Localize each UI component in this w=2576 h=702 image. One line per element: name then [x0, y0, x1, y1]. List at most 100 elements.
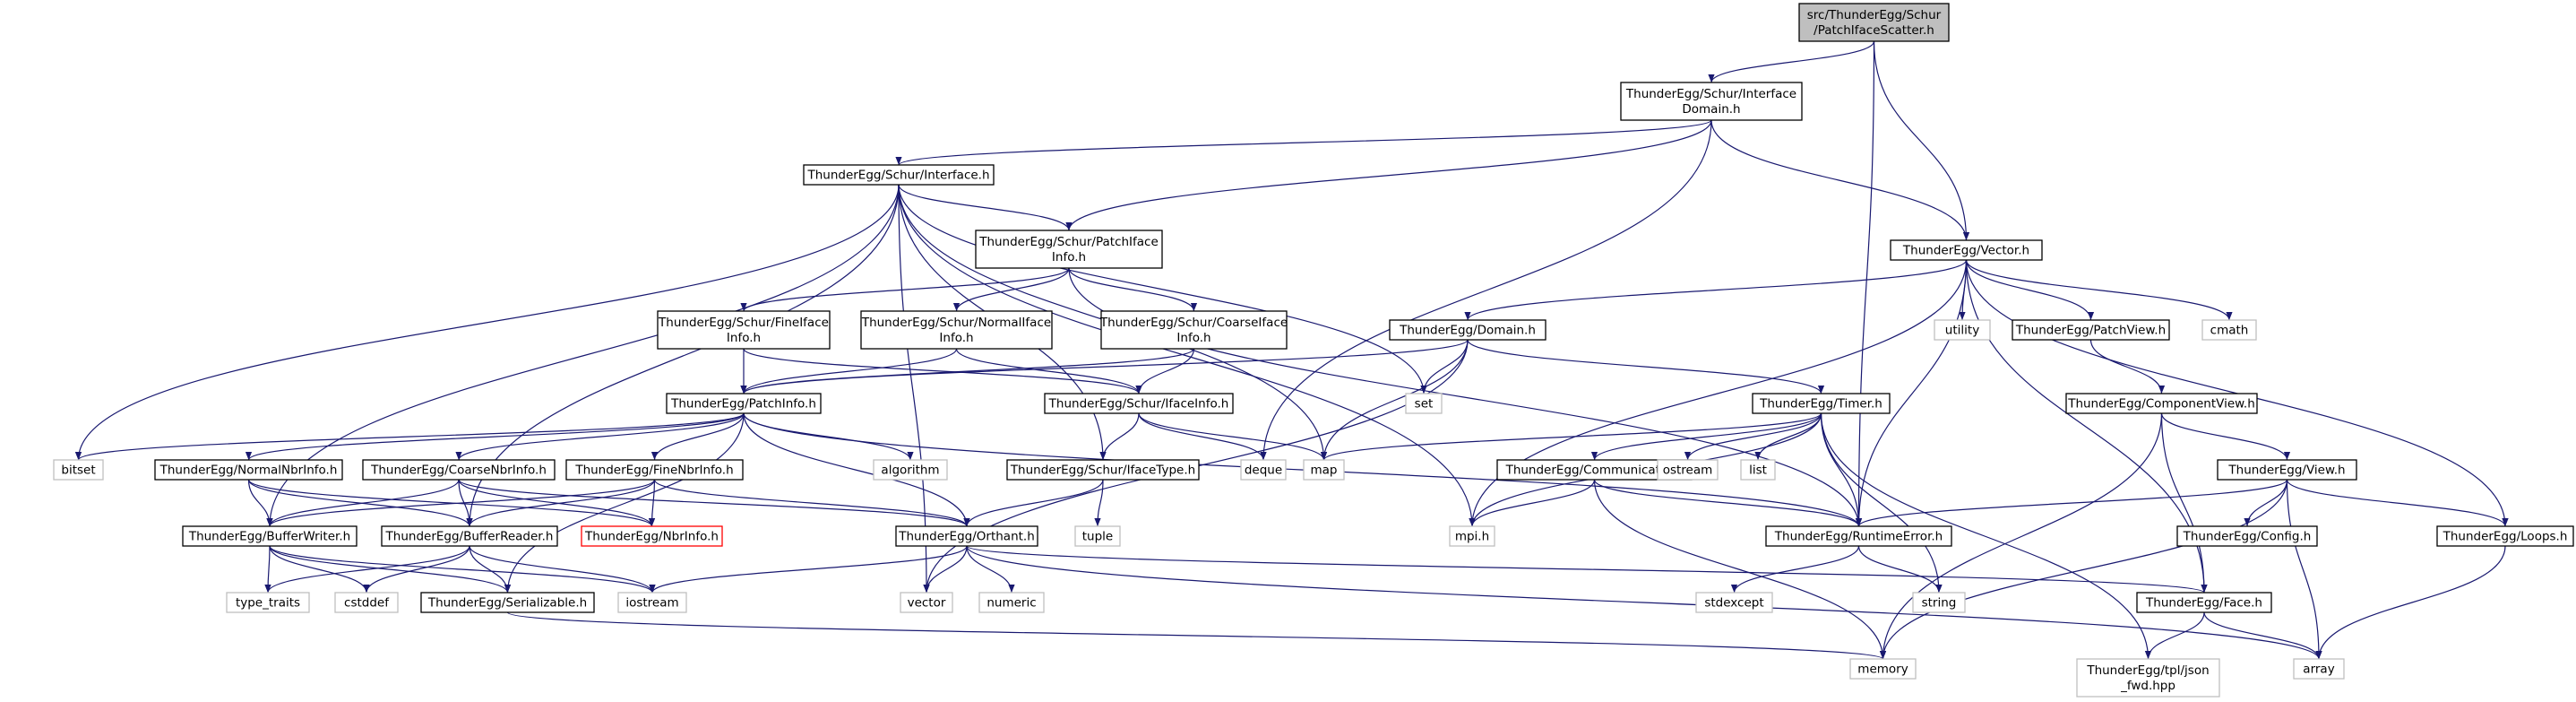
node-label: cmath: [2210, 324, 2249, 338]
edge-domain-to-map: [1320, 339, 1469, 461]
node-set: set: [1405, 393, 1443, 414]
edge-componentview-to-view: [2160, 412, 2291, 461]
edge-normalnbr-to-bufferwriter: [247, 479, 273, 527]
node-box: [53, 459, 104, 481]
node-config[interactable]: ThunderEgg/Config.h: [2176, 525, 2318, 547]
node-label: ThunderEgg/Timer.h: [1759, 397, 1882, 412]
node-algorithm: algorithm: [873, 459, 948, 481]
node-label: Info.h: [939, 331, 973, 345]
node-timer[interactable]: ThunderEgg/Timer.h: [1752, 393, 1891, 414]
node-finenbr[interactable]: ThunderEgg/FineNbrInfo.h: [565, 459, 744, 481]
edge-patchinfo-to-normalnbr: [246, 412, 745, 461]
node-nbrinfo[interactable]: ThunderEgg/NbrInfo.h: [581, 525, 723, 547]
node-ifaceinfo[interactable]: ThunderEgg/Schur/IfaceInfo.h: [1044, 393, 1234, 414]
edge-face-to-array: [2203, 611, 2322, 660]
edge-view-to-loops: [2286, 479, 2509, 527]
node-label: ThunderEgg/NormalNbrInfo.h: [159, 464, 338, 478]
node-box: [860, 310, 1053, 350]
node-bufferreader[interactable]: ThunderEgg/BufferReader.h: [381, 525, 558, 547]
edge-coarsenbr-to-bufferwriter: [266, 479, 460, 527]
node-box: [975, 230, 1163, 269]
edge-patchiface-to-normaliface: [952, 267, 1070, 312]
edge-communicator-to-runtimeerror: [1593, 479, 1862, 527]
node-label: ThunderEgg/BufferWriter.h: [188, 530, 350, 544]
edge-timer-to-list: [1754, 412, 1822, 461]
node-patchinfo[interactable]: ThunderEgg/PatchInfo.h: [666, 393, 822, 414]
node-box: [1074, 525, 1121, 547]
dependency-edges: [74, 40, 2509, 660]
node-label: ThunderEgg/ComponentView.h: [2067, 397, 2255, 412]
node-interface[interactable]: ThunderEgg/Schur/Interface.h: [803, 164, 995, 186]
node-label: ostream: [1663, 464, 1713, 478]
node-box: [381, 525, 558, 547]
edge-ifacedomain-to-deque: [1260, 119, 1712, 461]
edge-root-to-runtimeerror: [1855, 40, 1875, 527]
node-label: src/ThunderEgg/Schur: [1807, 8, 1942, 22]
edge-bufferwriter-to-type_traits: [264, 545, 271, 594]
node-loops[interactable]: ThunderEgg/Loops.h: [2436, 525, 2574, 547]
node-vector[interactable]: ThunderEgg/Vector.h: [1890, 239, 2043, 261]
edge-view-to-memory: [1879, 479, 2288, 660]
edge-vector-to-domain: [1464, 259, 1968, 321]
node-root[interactable]: src/ThunderEgg/Schur/PatchIfaceScatter.h: [1798, 3, 1950, 42]
edge-communicator-to-mpi: [1469, 479, 1596, 527]
node-numeric: numeric: [978, 592, 1045, 613]
edge-timer-to-string: [1820, 412, 1943, 594]
node-orthant[interactable]: ThunderEgg/Orthant.h: [895, 525, 1038, 547]
node-label: ThunderEgg/Schur/CoarseIface: [1099, 316, 1288, 330]
node-domain[interactable]: ThunderEgg/Domain.h: [1389, 319, 1546, 341]
node-box: [1912, 592, 1966, 613]
edge-patchinfo-to-bitset: [75, 412, 745, 461]
node-communicator[interactable]: ThunderEgg/Communicator.h: [1496, 459, 1693, 481]
node-face[interactable]: ThunderEgg/Face.h: [2136, 592, 2272, 613]
edge-orthant-to-numeric: [966, 545, 1015, 594]
node-label: string: [1922, 596, 1957, 611]
node-ifacetype[interactable]: ThunderEgg/Schur/IfaceType.h: [1006, 459, 1200, 481]
edge-domain-to-patchinfo: [740, 339, 1469, 394]
node-mpi: mpi.h: [1449, 525, 1495, 547]
node-normalnbr[interactable]: ThunderEgg/NormalNbrInfo.h: [154, 459, 343, 481]
node-view[interactable]: ThunderEgg/View.h: [2217, 459, 2357, 481]
node-box: [1303, 459, 1345, 481]
node-label: ThunderEgg/Schur/IfaceInfo.h: [1048, 397, 1229, 412]
node-box: [1849, 658, 1917, 680]
node-label: Info.h: [1176, 331, 1210, 345]
edge-interface-to-mpi: [898, 184, 1476, 527]
node-label: stdexcept: [1704, 596, 1763, 611]
node-bufferwriter[interactable]: ThunderEgg/BufferWriter.h: [182, 525, 358, 547]
edge-vector-to-patchview: [1965, 259, 2095, 321]
edge-runtimeerror-to-string: [1857, 545, 1943, 594]
node-coarsenbr[interactable]: ThunderEgg/CoarseNbrInfo.h: [362, 459, 556, 481]
node-box: [226, 592, 310, 613]
node-label: _fwd.hpp: [2120, 679, 2175, 693]
edge-orthant-to-iostream: [649, 545, 968, 594]
node-serializable[interactable]: ThunderEgg/Serializable.h: [420, 592, 595, 613]
node-box: [1449, 525, 1495, 547]
edge-interface-to-patchiface: [898, 184, 1073, 231]
edge-timer-to-jsonfwd: [1820, 412, 2152, 660]
node-box: [2076, 658, 2220, 698]
node-box: [666, 393, 822, 414]
node-label: ThunderEgg/Schur/FineIface: [658, 316, 829, 330]
node-runtimeerror[interactable]: ThunderEgg/RuntimeError.h: [1765, 525, 1952, 547]
node-label: Domain.h: [1682, 102, 1740, 117]
edge-coarsenbr-to-nbrinfo: [458, 479, 656, 527]
node-box: [154, 459, 343, 481]
node-label: algorithm: [881, 464, 939, 478]
node-label: ThunderEgg/PatchInfo.h: [670, 397, 816, 412]
edge-bufferwriter-to-cstddef: [269, 545, 370, 594]
node-label: ThunderEgg/Serializable.h: [427, 596, 587, 611]
node-componentview[interactable]: ThunderEgg/ComponentView.h: [2065, 393, 2258, 414]
node-label: ThunderEgg/Orthant.h: [898, 530, 1035, 544]
node-box: [1740, 459, 1776, 481]
node-box: [1100, 310, 1288, 350]
edge-patchinfo-to-runtimeerror: [743, 412, 1862, 527]
node-patchview[interactable]: ThunderEgg/PatchView.h: [2012, 319, 2170, 341]
node-box: [362, 459, 556, 481]
node-label: deque: [1245, 464, 1282, 478]
